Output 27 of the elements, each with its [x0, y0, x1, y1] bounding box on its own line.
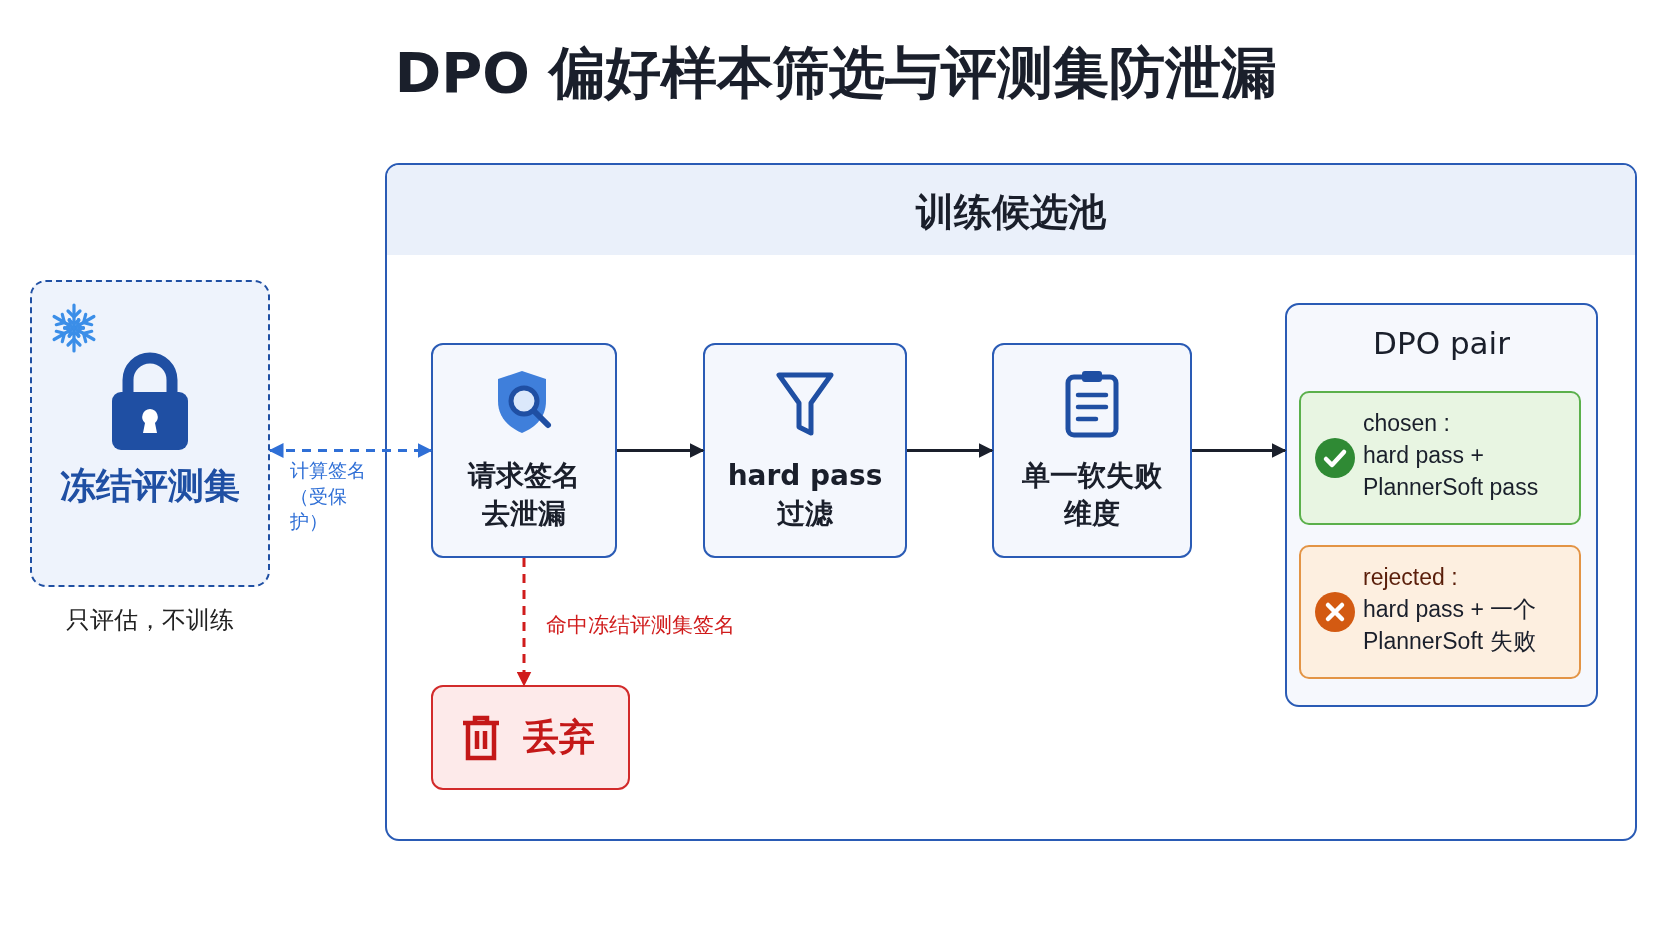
- process-box: [431, 343, 617, 558]
- pair-panel: [1285, 303, 1598, 707]
- pool-panel: [385, 163, 1637, 841]
- note-text: 只评估，不训练: [65, 605, 235, 636]
- chosen-card: [1299, 391, 1581, 525]
- arrow: [1192, 443, 1287, 458]
- arrow: [907, 443, 994, 458]
- discard-box: [431, 685, 630, 790]
- step-label: 请求签名去泄漏: [466, 458, 581, 532]
- rejected-card: [1299, 545, 1581, 679]
- card-title: 冻结评测集: [59, 464, 241, 508]
- arrow: [516, 558, 532, 687]
- step-label: hard pass 过滤: [726, 458, 884, 532]
- frozen-set-card: [30, 280, 270, 587]
- card-text: hard pass + PlannerSoft pass: [1363, 441, 1540, 502]
- panel-title: DPO pair: [1372, 325, 1511, 361]
- arrow: [617, 443, 705, 458]
- card-text: hard pass + 一个 PlannerSoft 失败: [1363, 595, 1538, 656]
- process-box: [992, 343, 1192, 558]
- panel-title: 训练候选池: [914, 189, 1107, 236]
- arrow: [268, 443, 433, 458]
- title: DPO 偏好样本筛选与评测集防泄漏: [393, 39, 1279, 107]
- card-heading: rejected :: [1363, 563, 1459, 592]
- card-heading: chosen :: [1363, 409, 1451, 438]
- discard-label: 丢弃: [523, 715, 595, 759]
- step-label: 单一软失败维度: [1021, 458, 1163, 532]
- process-box: [703, 343, 907, 558]
